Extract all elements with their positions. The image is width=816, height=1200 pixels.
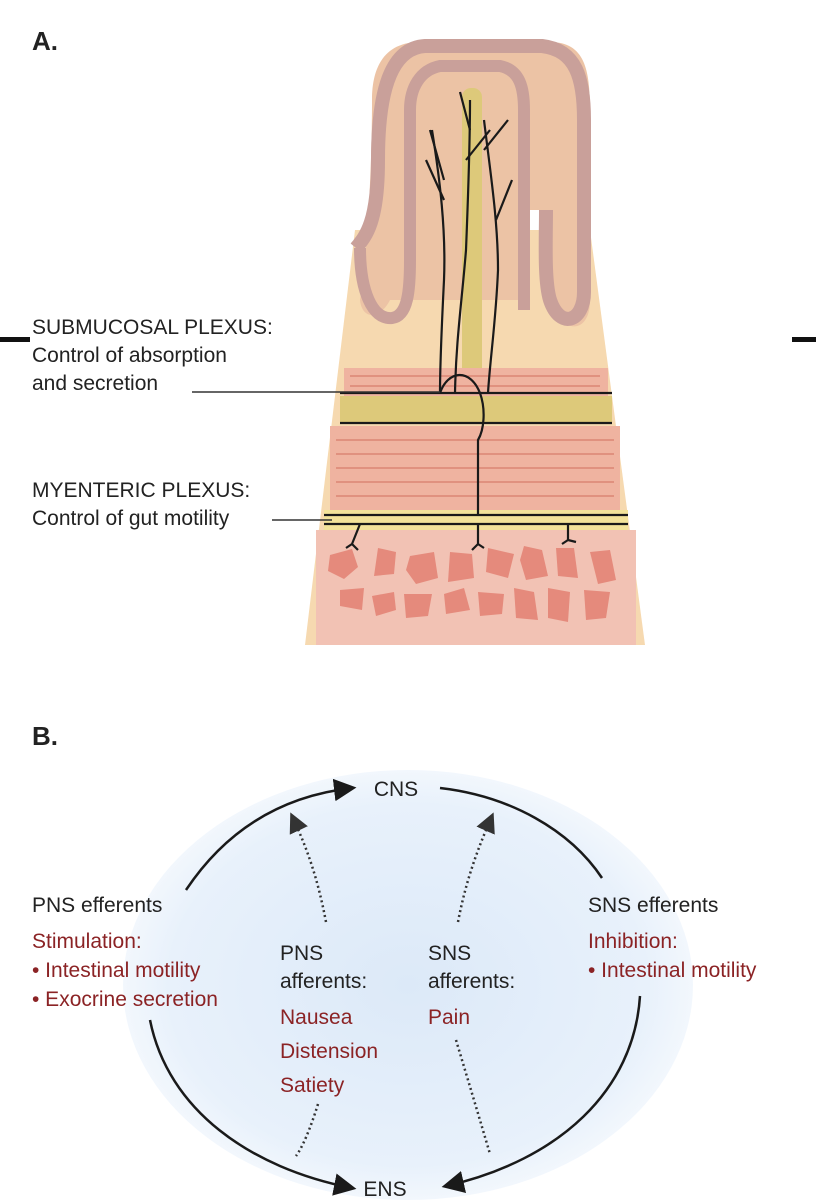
pns-afferents-item-2: Distension (280, 1040, 378, 1063)
sns-efferents-item-1: • Intestinal motility (588, 959, 757, 982)
pns-afferents-line1: PNS (280, 942, 323, 965)
submucosal-plexus-band (340, 396, 612, 424)
myenteric-plexus-band (324, 510, 628, 530)
serosa (316, 530, 636, 645)
epithelium-inner (354, 60, 530, 324)
epithelium (350, 39, 591, 326)
panel-a-label: A. (32, 26, 58, 56)
sns-efferents-title: SNS efferents (588, 894, 718, 917)
submucosal-line1: Control of absorption (32, 344, 227, 367)
sns-efferents: SNS efferents Inhibition: • Intestinal m… (588, 894, 757, 982)
pns-efferents-item-2: • Exocrine secretion (32, 988, 218, 1011)
pns-afferent-arrow (289, 812, 328, 923)
right-margin-tick (792, 337, 816, 342)
pns-efferents-heading: Stimulation: (32, 930, 142, 953)
myenteric-label: MYENTERIC PLEXUS: Control of gut motilit… (32, 479, 250, 530)
submucosal-label: SUBMUCOSAL PLEXUS: Control of absorption… (32, 316, 273, 395)
myenteric-line1: Control of gut motility (32, 507, 230, 530)
pns-efferents-title: PNS efferents (32, 894, 162, 917)
pns-efferents: PNS efferents Stimulation: • Intestinal … (32, 894, 218, 1011)
sns-afferents-line2: afferents: (428, 970, 515, 993)
lacteal (462, 88, 482, 408)
submucosal-title: SUBMUCOSAL PLEXUS: (32, 316, 273, 339)
pns-efferents-item-1: • Intestinal motility (32, 959, 201, 982)
myenteric-title: MYENTERIC PLEXUS: (32, 479, 250, 502)
nerve-fibers (324, 91, 628, 551)
pns-afferents-item-1: Nausea (280, 1006, 353, 1029)
left-margin-tick (0, 337, 30, 342)
panel-b-label: B. (32, 721, 58, 751)
ens-label: ENS (363, 1178, 406, 1200)
sns-afferent-tail (454, 1039, 492, 1155)
sns-afferents: SNS afferents: Pain (428, 942, 515, 1029)
muscularis-mucosae (344, 368, 608, 396)
cns-label: CNS (374, 778, 418, 801)
sns-efferent-arc-top (439, 786, 604, 879)
background-glow (123, 770, 693, 1200)
sns-afferent-arrow (456, 812, 495, 923)
sns-efferents-heading: Inhibition: (588, 930, 678, 953)
gut-wall-cross-section (305, 39, 645, 645)
pns-efferent-arc-up (184, 778, 357, 891)
sns-afferents-item-1: Pain (428, 1006, 470, 1029)
fat-blobs (328, 546, 616, 622)
pns-afferent-tail (294, 1103, 320, 1157)
submucosal-line2: and secretion (32, 372, 158, 395)
sns-afferents-line1: SNS (428, 942, 471, 965)
pns-efferent-arc-down (148, 1019, 357, 1196)
pns-afferents-item-3: Satiety (280, 1074, 345, 1097)
pns-afferents-line2: afferents: (280, 970, 367, 993)
pns-afferents: PNS afferents: Nausea Distension Satiety (280, 942, 378, 1097)
circular-muscle (330, 426, 620, 510)
sns-efferent-arc-down (441, 995, 642, 1193)
